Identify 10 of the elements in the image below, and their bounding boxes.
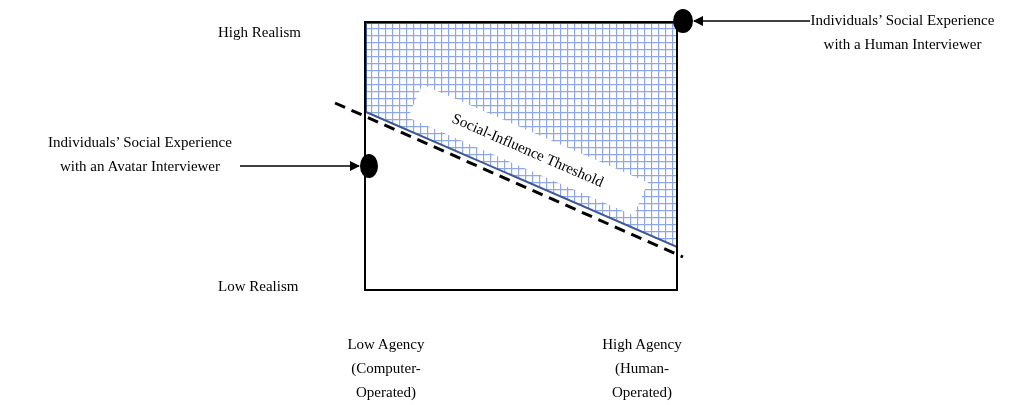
marker-dot (673, 9, 693, 33)
annotation-text: Individuals’ Social Experience with an Avatar Interviewer (40, 130, 240, 178)
marker-dot (360, 154, 378, 178)
axis-label: Low Agency (Computer-Operated) (346, 335, 426, 402)
annotation-text: Individuals’ Social Experience with a Human Interviewer (810, 8, 995, 56)
arrow (239, 161, 360, 171)
axis-label: High Realism (218, 23, 302, 42)
axis-label: Low Realism (218, 277, 300, 296)
axis-label: High Agency (Human-Operated) (601, 335, 683, 402)
arrow (693, 16, 811, 26)
